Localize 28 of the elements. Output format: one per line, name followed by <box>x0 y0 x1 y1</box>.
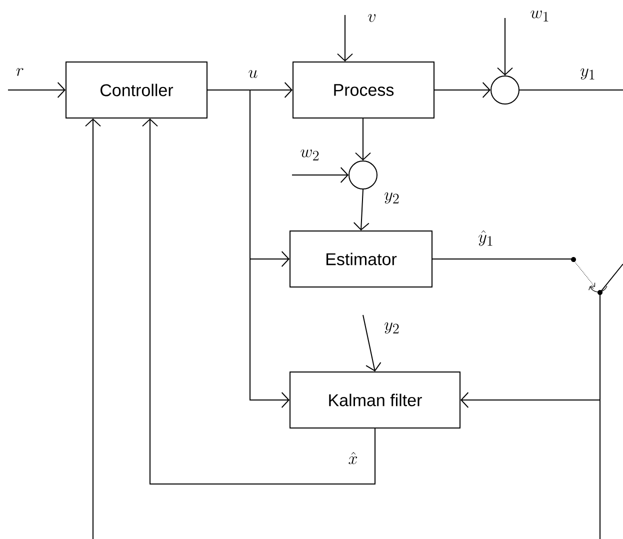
block-box: Controller <box>66 62 208 118</box>
arrow <box>434 82 490 98</box>
block-box: Process <box>292 62 434 118</box>
signal-label: $y_2$ <box>384 322 399 334</box>
block-box: Kalman filter <box>290 372 460 428</box>
summing-circle <box>490 76 520 104</box>
arrow <box>8 82 66 98</box>
arrow <box>85 118 101 539</box>
block-box: Estimator <box>290 230 432 288</box>
arrow <box>292 167 348 183</box>
signal-label: $\hat{x}$ <box>348 452 358 464</box>
signal-label: $v$ <box>368 14 376 22</box>
arrow <box>142 118 376 484</box>
arrow <box>353 189 370 230</box>
signal-label: $w_1$ <box>530 10 548 22</box>
signal-label: $y_2$ <box>384 192 399 204</box>
signal-label: $u$ <box>248 70 258 78</box>
switch-drawing <box>571 257 623 295</box>
arrow <box>497 18 513 76</box>
signal-label: $r$ <box>16 68 24 76</box>
arrow <box>355 118 371 160</box>
arrow <box>207 90 290 408</box>
signal-label: $y_1$ <box>580 68 594 80</box>
signal-label: $\hat{y}_1$ <box>478 230 492 246</box>
arrow <box>337 14 353 62</box>
arrow <box>362 314 382 372</box>
signal-label: $w_2$ <box>300 149 319 160</box>
summing-circle <box>348 160 378 190</box>
